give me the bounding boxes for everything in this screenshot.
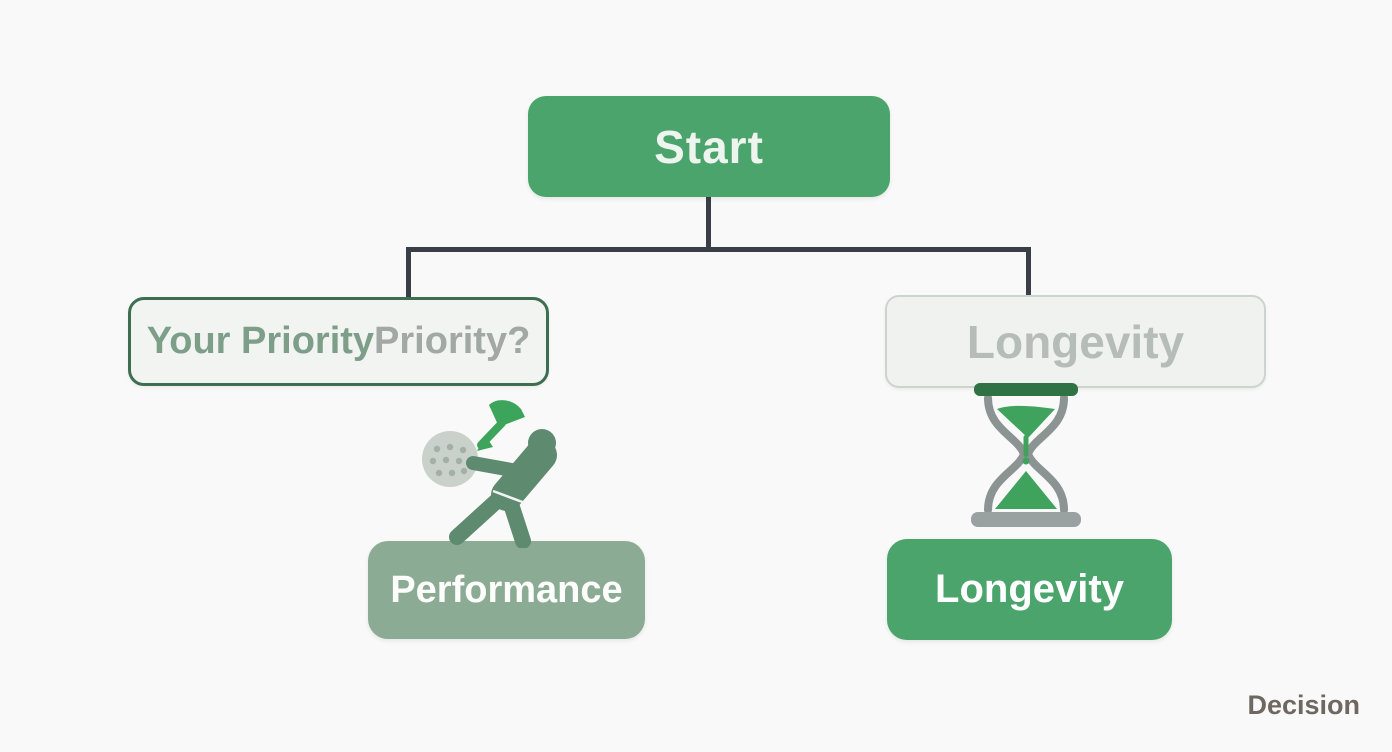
connector-right-branch <box>1026 247 1031 297</box>
longevity-node: Longevity <box>887 539 1172 640</box>
start-node-label: Start <box>654 120 764 173</box>
performance-node-label: Performance <box>390 568 623 611</box>
hourglass-icon <box>964 381 1088 531</box>
performance-node: Performance <box>368 541 645 639</box>
priority-question-label-gray: Priority? <box>374 320 531 362</box>
priority-question-label-green: Your Priority <box>146 320 375 362</box>
golfer-icon <box>405 393 570 549</box>
longevity-branch-node: Longevity <box>885 295 1266 388</box>
connector-start-down <box>706 197 711 251</box>
longevity-node-label: Longevity <box>935 567 1124 611</box>
longevity-branch-label: Longevity <box>966 315 1185 368</box>
connector-left-branch <box>406 247 411 299</box>
priority-question-node: Your Priority Priority? <box>128 297 549 386</box>
start-node: Start <box>528 96 890 197</box>
decision-caption: Decision <box>1247 690 1360 720</box>
connector-horizontal <box>406 247 1031 252</box>
